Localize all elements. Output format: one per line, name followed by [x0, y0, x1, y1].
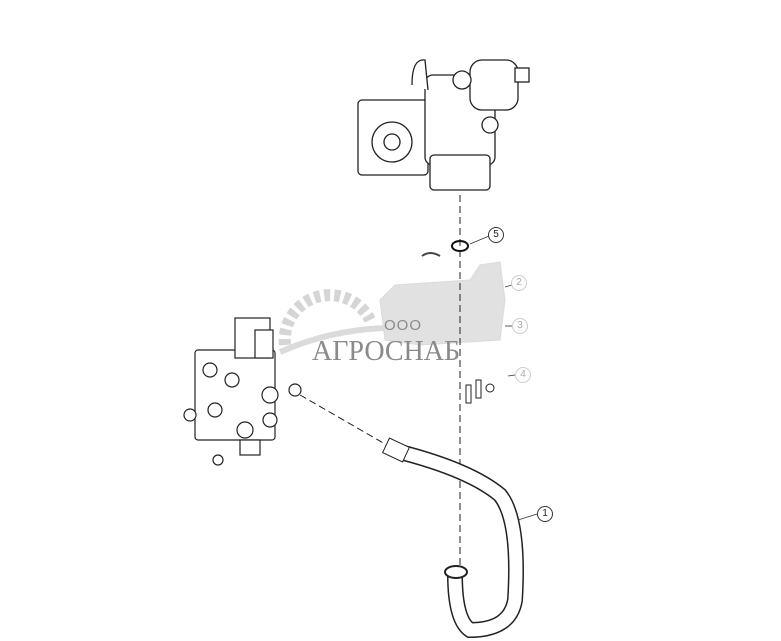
watermark-name: АГРОСНАБ	[312, 336, 461, 367]
callout-3: 3	[512, 318, 528, 334]
callout-2: 2	[511, 275, 527, 291]
bolts	[465, 379, 495, 404]
watermark-prefix: ООО	[384, 317, 423, 334]
callout-5: 5	[488, 227, 504, 243]
hose	[381, 437, 524, 639]
watermark-logo	[278, 261, 506, 355]
valve-block	[183, 317, 302, 466]
centerline-hose	[299, 394, 393, 449]
callout-1: 1	[537, 506, 553, 522]
o-ring	[451, 240, 469, 252]
hydraulic-pump	[357, 59, 530, 191]
callout-4: 4	[515, 367, 531, 383]
leader-lines	[469, 235, 538, 521]
